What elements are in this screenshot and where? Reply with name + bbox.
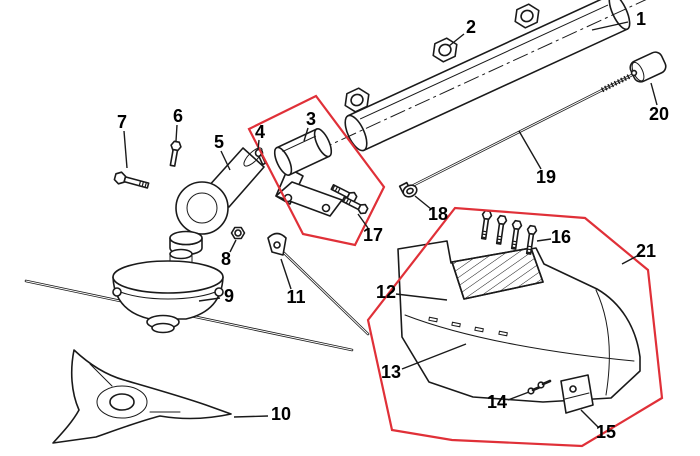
guard-screws — [527, 379, 552, 395]
callout-leader-guard-screws — [507, 391, 530, 401]
guard-plate — [451, 247, 544, 300]
callout-number-trimmer-head: 9 — [224, 286, 234, 306]
guard-shield — [397, 240, 641, 403]
callout-number-clamp-bolts: 17 — [363, 225, 383, 245]
callout-leader-guard-bracket — [280, 258, 292, 290]
tri-blade — [52, 349, 232, 444]
callout-leader-gear-head-neck — [220, 150, 231, 171]
callout-leader-clamp-bolts — [357, 213, 369, 229]
callout-number-tri-blade: 10 — [271, 404, 291, 424]
callout-leader-head-nut — [229, 239, 237, 253]
gear-head — [169, 147, 265, 256]
callout-number-line-cutter: 15 — [596, 422, 616, 442]
callout-leader-inner-drive-shaft — [518, 130, 542, 170]
callout-leader-shaft-clamp — [303, 127, 309, 142]
end-cap — [629, 51, 667, 83]
callout-leader-side-bolt — [123, 130, 128, 169]
outer-tube — [292, 0, 657, 163]
callout-number-head-nut: 8 — [221, 249, 231, 269]
callout-leader-outer-tube — [591, 21, 629, 31]
callout-number-guard-plate: 12 — [376, 282, 396, 302]
callout-number-guard-bolts: 16 — [551, 227, 571, 247]
callout-leader-trimmer-head — [198, 297, 221, 302]
hex-nut-1 — [514, 3, 540, 29]
highlight-region-clamp — [247, 94, 386, 247]
callout-number-guard-bracket: 11 — [286, 287, 305, 307]
callout-number-washer: 18 — [428, 204, 448, 224]
callout-number-guard-assembly-region: 21 — [636, 241, 656, 261]
callout-leader-clamp-screw-small — [257, 139, 260, 151]
callout-number-outer-tube: 1 — [636, 9, 646, 29]
callout-number-end-cap: 20 — [649, 104, 669, 124]
side-bolt — [113, 171, 150, 189]
callout-leader-guard-assembly-region — [621, 255, 638, 265]
callout-leader-tri-blade — [233, 415, 269, 418]
washer — [402, 184, 418, 198]
hex-nut-3 — [344, 87, 370, 113]
callout-number-guard-screws: 14 — [487, 392, 507, 412]
head-nut — [230, 226, 246, 240]
shaft-clamp — [273, 128, 343, 217]
callout-leader-washer — [414, 195, 432, 210]
guard-bracket — [267, 232, 370, 336]
callout-number-shaft-nut: 2 — [466, 17, 476, 37]
trimmer-head — [112, 248, 224, 334]
callout-number-head-bolt: 6 — [173, 106, 183, 126]
callout-leader-guard-plate — [395, 293, 448, 301]
callout-number-inner-drive-shaft: 19 — [536, 167, 556, 187]
head-bolt — [169, 140, 182, 167]
line-cutter — [560, 374, 594, 414]
callout-number-guard-shield: 13 — [381, 362, 401, 382]
callout-leader-guard-bolts — [536, 238, 552, 242]
callout-number-side-bolt: 7 — [117, 112, 127, 132]
callout-leader-guard-shield — [401, 343, 467, 370]
callout-leader-end-cap — [650, 82, 658, 106]
hex-nut-2 — [432, 37, 458, 63]
highlight-region-guard — [366, 206, 664, 448]
callout-leader-line-cutter — [580, 409, 599, 428]
callout-number-clamp-screw-small: 4 — [255, 122, 265, 142]
callout-leader-head-bolt — [175, 124, 178, 142]
clamp-bolts — [330, 183, 369, 215]
guard-bolts — [480, 209, 538, 255]
callout-number-gear-head-neck: 5 — [214, 132, 224, 152]
callout-leader-shaft-nut — [448, 33, 465, 47]
callout-number-shaft-clamp: 3 — [306, 109, 316, 129]
